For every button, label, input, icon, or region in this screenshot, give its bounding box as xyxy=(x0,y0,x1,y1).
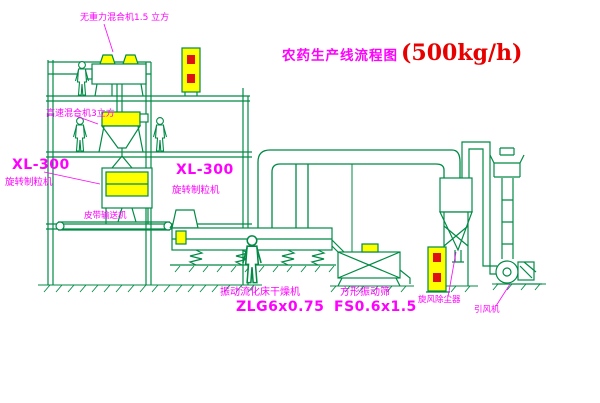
induced-draft-fan xyxy=(495,260,542,285)
label-cyclone-collector: 旋风除尘器 xyxy=(418,295,461,305)
title-capacity: (500kg/h) xyxy=(401,40,523,66)
control-cabinet-top xyxy=(181,47,201,96)
exhaust-stack xyxy=(489,147,525,259)
cyclone-separator xyxy=(439,177,473,286)
vibrating-sieve xyxy=(337,243,411,287)
label-granulator-left-name: 旋转制粒机 xyxy=(5,177,53,188)
drawing-title: 农药生产线流程图 (500kg/h) xyxy=(282,40,522,66)
person-icon xyxy=(72,117,88,152)
title-text: 农药生产线流程图 xyxy=(282,48,398,64)
label-granulator-left-model: XL-300 xyxy=(12,157,70,173)
gravity-mixer xyxy=(83,54,147,112)
person-icon xyxy=(74,61,90,96)
belt-conveyor xyxy=(55,215,179,231)
control-cabinet-right xyxy=(426,246,450,293)
rotary-granulator xyxy=(101,167,153,224)
label-belt-conveyor: 皮带输送机 xyxy=(84,211,127,221)
label-dryer-model: ZLG6x0.75 xyxy=(236,299,325,315)
leader-lines xyxy=(43,23,511,307)
label-dryer-name: 振动流化床干燥机 xyxy=(220,287,300,298)
label-granulator-mid-name: 旋转制粒机 xyxy=(172,185,220,196)
label-sieve-name: 方形振动筛 xyxy=(340,287,390,298)
label-high-speed-mixer: 高速混合机3立方 xyxy=(46,109,115,119)
fan-suction-duct xyxy=(461,141,497,275)
label-sieve-model: FS0.6x1.5 xyxy=(334,299,417,315)
high-speed-mixer xyxy=(98,111,149,169)
label-gravity-mixer: 无重力混合机1.5 立方 xyxy=(80,13,170,23)
label-induced-draft-fan: 引风机 xyxy=(474,305,500,315)
label-granulator-mid-model: XL-300 xyxy=(176,162,234,178)
exhaust-duct xyxy=(257,149,461,252)
person-icon xyxy=(152,117,168,152)
